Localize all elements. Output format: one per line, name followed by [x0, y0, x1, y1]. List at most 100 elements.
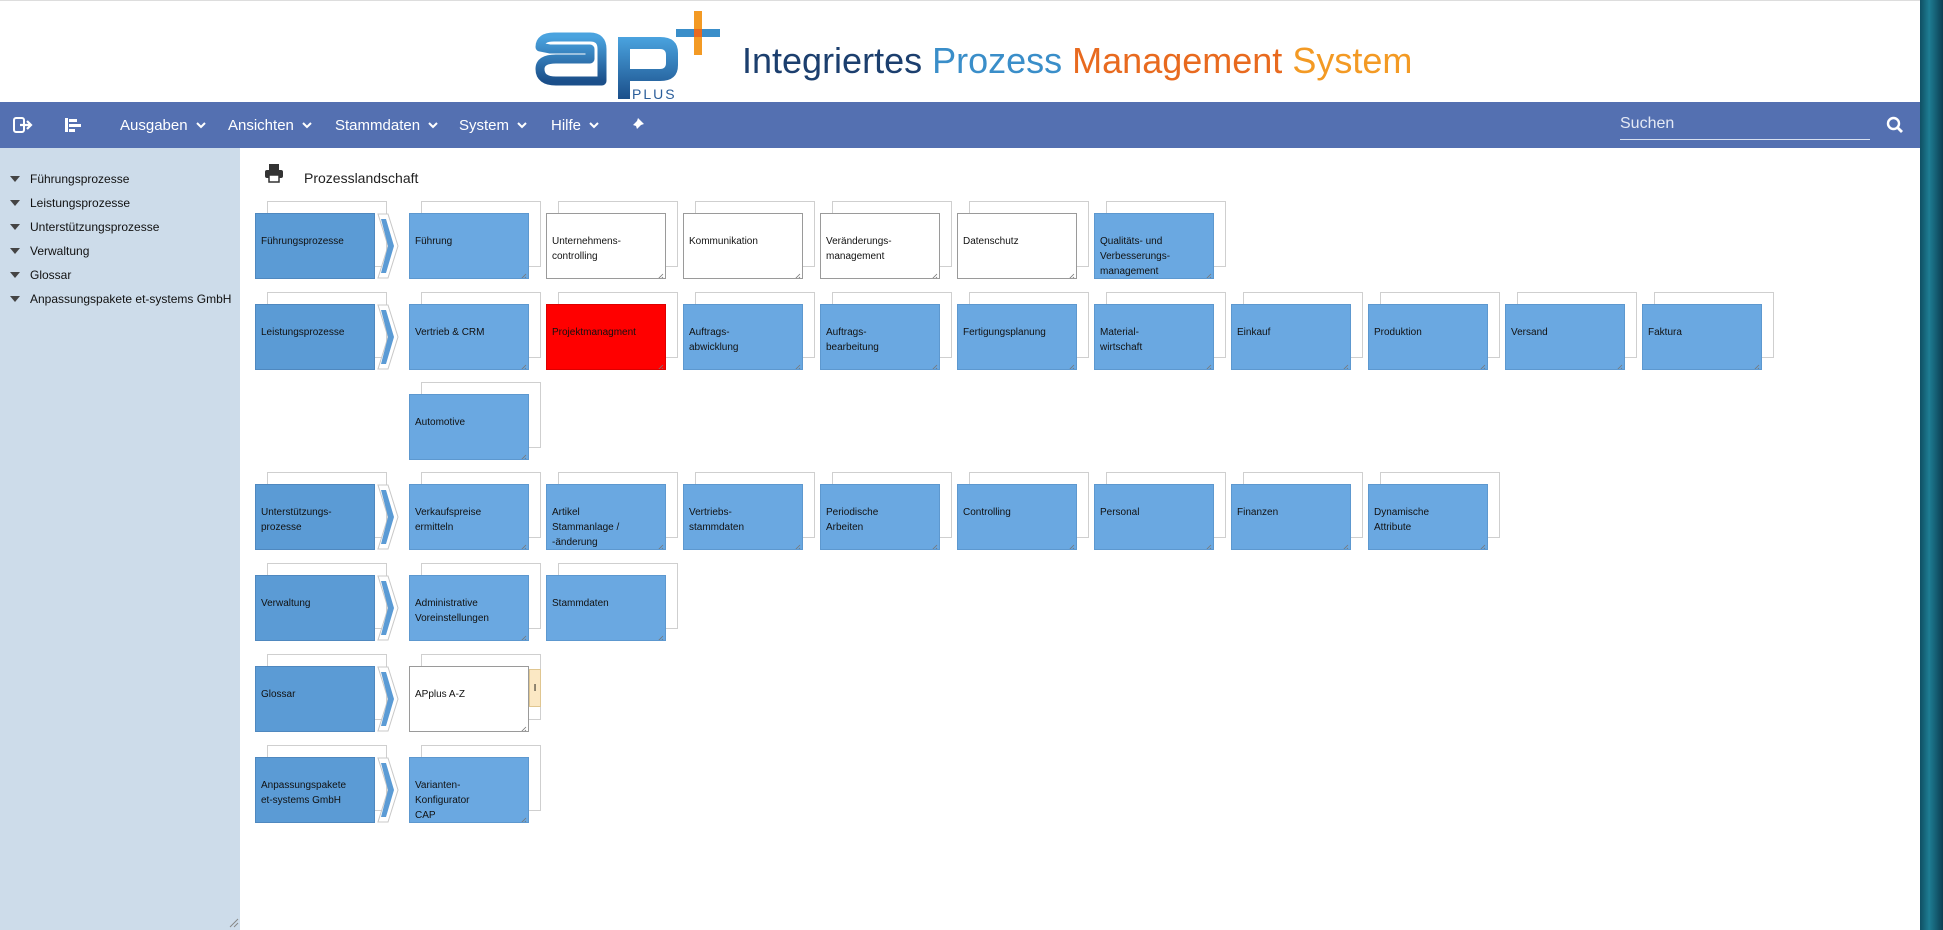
process-box[interactable]: Unternehmens- controlling: [546, 213, 666, 279]
menu-ansichten-label: Ansichten: [228, 116, 294, 134]
process-box-label: Vertriebs- stammdaten: [689, 507, 745, 533]
process-box[interactable]: APplus A-Z: [409, 666, 529, 732]
menu-hilfe[interactable]: Hilfe: [551, 102, 601, 148]
process-group-header[interactable]: Unterstützungs- prozesse: [255, 484, 375, 550]
process-group-header[interactable]: Leistungsprozesse: [255, 304, 375, 370]
process-box-label: Controlling: [963, 507, 1011, 518]
process-box[interactable]: Vertrieb & CRM: [409, 304, 529, 370]
process-box[interactable]: Kommunikation: [683, 213, 803, 279]
expand-triangle-icon[interactable]: [10, 200, 20, 206]
expand-triangle-icon[interactable]: [10, 224, 20, 230]
chevron-arrow-icon: [377, 757, 399, 823]
pin-icon[interactable]: [625, 113, 649, 137]
process-group-header[interactable]: Anpassungspakete et-systems GmbH: [255, 757, 375, 823]
expand-triangle-icon[interactable]: [10, 248, 20, 254]
resize-corner-icon: [520, 814, 527, 822]
sidebar-item-anpassungspakete[interactable]: Anpassungspakete et-systems GmbH: [10, 289, 231, 309]
process-box-label: Datenschutz: [963, 236, 1019, 247]
sidebar-item-verwaltung[interactable]: Verwaltung: [10, 241, 89, 261]
process-box[interactable]: Auftrags- bearbeitung: [820, 304, 940, 370]
print-icon[interactable]: [264, 163, 284, 183]
resize-corner-icon: [657, 632, 664, 640]
process-box[interactable]: Versand: [1505, 304, 1625, 370]
process-box[interactable]: Controlling: [957, 484, 1077, 550]
process-box-label: Finanzen: [1237, 507, 1279, 518]
sidebar-item-unterstuetzungsprozesse[interactable]: Unterstützungsprozesse: [10, 217, 159, 237]
chevron-arrow-icon: [377, 484, 399, 550]
sidebar-item-label: Verwaltung: [30, 244, 90, 258]
resize-corner-icon: [931, 270, 938, 278]
sidebar-item-label: Unterstützungsprozesse: [30, 220, 160, 234]
process-box-label: Verkaufspreise ermitteln: [415, 507, 482, 533]
process-box[interactable]: Produktion: [1368, 304, 1488, 370]
search-input[interactable]: [1620, 110, 1870, 138]
sidebar-item-fuehrungsprozesse[interactable]: Führungsprozesse: [10, 169, 129, 189]
process-box[interactable]: Artikel Stammanlage / -änderung: [546, 484, 666, 550]
menu-ansichten[interactable]: Ansichten: [228, 102, 314, 148]
sidebar: Führungsprozesse Leistungsprozesse Unter…: [0, 148, 240, 930]
process-box-label: Kommunikation: [689, 236, 758, 247]
process-box-label: Auftrags- bearbeitung: [826, 327, 879, 353]
menu-stammdaten[interactable]: Stammdaten: [335, 102, 440, 148]
resize-grip-icon[interactable]: [229, 918, 239, 928]
title-word-2: Prozess: [932, 40, 1063, 81]
process-box[interactable]: Vertriebs- stammdaten: [683, 484, 803, 550]
expand-triangle-icon[interactable]: [10, 176, 20, 182]
sidebar-item-leistungsprozesse[interactable]: Leistungsprozesse: [10, 193, 130, 213]
expand-triangle-icon[interactable]: [10, 296, 20, 302]
process-group-label: Führungsprozesse: [261, 236, 344, 247]
app-title: Integriertes Prozess Management System: [742, 37, 1412, 85]
process-box[interactable]: Fertigungsplanung: [957, 304, 1077, 370]
resize-corner-icon: [1479, 541, 1486, 549]
sidebar-item-glossar[interactable]: Glossar: [10, 265, 71, 285]
process-box[interactable]: Veränderungs- management: [820, 213, 940, 279]
process-box[interactable]: Varianten- Konfigurator CAP: [409, 757, 529, 823]
menu-ausgaben[interactable]: Ausgaben: [120, 102, 208, 148]
process-box[interactable]: Dynamische Attribute: [1368, 484, 1488, 550]
process-box[interactable]: Datenschutz: [957, 213, 1077, 279]
page-title: Prozesslandschaft: [304, 170, 419, 186]
process-box[interactable]: Führung: [409, 213, 529, 279]
process-box[interactable]: Auftrags- abwicklung: [683, 304, 803, 370]
process-box[interactable]: Verkaufspreise ermitteln: [409, 484, 529, 550]
process-group-header[interactable]: Verwaltung: [255, 575, 375, 641]
process-group-label: Anpassungspakete et-systems GmbH: [261, 780, 347, 806]
process-box-label: Vertrieb & CRM: [415, 327, 485, 338]
resize-corner-icon: [657, 361, 664, 369]
resize-corner-icon: [657, 270, 664, 278]
process-box[interactable]: Faktura: [1642, 304, 1762, 370]
process-box[interactable]: Administrative Voreinstellungen: [409, 575, 529, 641]
search-icon[interactable]: [1883, 113, 1907, 137]
info-tag[interactable]: I: [529, 669, 541, 707]
process-group-header[interactable]: Glossar: [255, 666, 375, 732]
process-group-label: Unterstützungs- prozesse: [261, 507, 332, 533]
resize-corner-icon: [1342, 361, 1349, 369]
process-box[interactable]: Periodische Arbeiten: [820, 484, 940, 550]
logout-icon[interactable]: [11, 113, 35, 137]
menu-system[interactable]: System: [459, 102, 529, 148]
process-box-label: Material- wirtschaft: [1100, 327, 1143, 353]
resize-corner-icon: [1068, 361, 1075, 369]
resize-corner-icon: [520, 632, 527, 640]
expand-triangle-icon[interactable]: [10, 272, 20, 278]
resize-corner-icon: [520, 541, 527, 549]
process-box[interactable]: Finanzen: [1231, 484, 1351, 550]
process-box[interactable]: Qualitäts- und Verbesserungs- management: [1094, 213, 1214, 279]
process-box-label: Stammdaten: [552, 598, 609, 609]
process-box[interactable]: Automotive: [409, 394, 529, 460]
resize-corner-icon: [520, 723, 527, 731]
process-box-label: Fertigungsplanung: [963, 327, 1046, 338]
tree-toggle-icon[interactable]: [61, 113, 85, 137]
process-group-header[interactable]: Führungsprozesse: [255, 213, 375, 279]
process-box-label: Automotive: [415, 417, 466, 428]
process-box[interactable]: Stammdaten: [546, 575, 666, 641]
menu-hilfe-label: Hilfe: [551, 116, 582, 134]
process-box-label: Projektmanagment: [552, 327, 636, 338]
window-edge: [1920, 0, 1943, 930]
resize-corner-icon: [1068, 541, 1075, 549]
process-box[interactable]: Personal: [1094, 484, 1214, 550]
process-box-label: Varianten- Konfigurator CAP: [415, 780, 470, 821]
process-box[interactable]: Einkauf: [1231, 304, 1351, 370]
process-box[interactable]: Material- wirtschaft: [1094, 304, 1214, 370]
process-box[interactable]: Projektmanagment: [546, 304, 666, 370]
